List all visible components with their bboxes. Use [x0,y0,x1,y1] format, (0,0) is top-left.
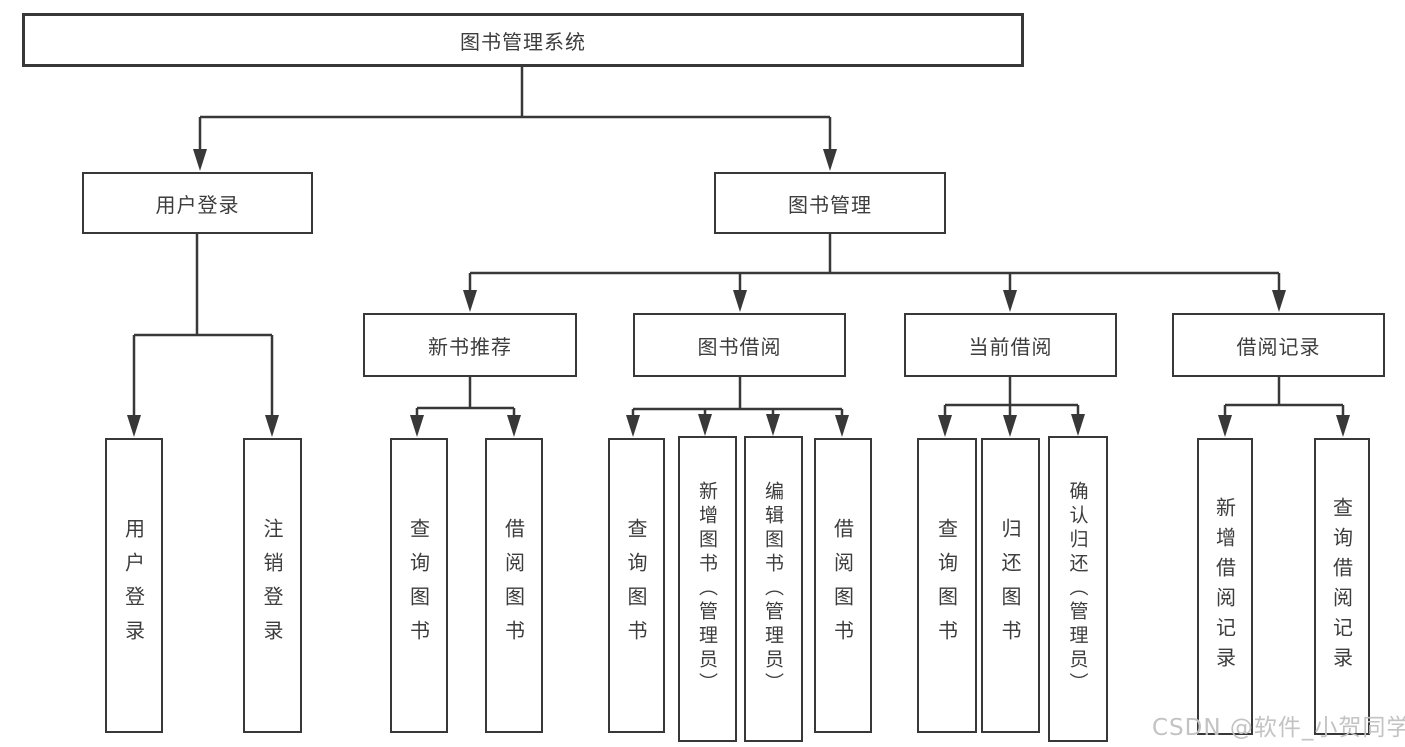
node-leaf-query-books-3: 查询图书 [917,438,977,733]
connector-path [132,67,1345,416]
node-root-system: 图书管理系统 [22,13,1024,67]
node-leaf-user-login: 用户登录 [105,438,163,733]
node-leaf-query-books-2: 查询图书 [608,438,665,733]
node-label: 查询图书 [406,517,431,654]
node-new-book-recommend: 新书推荐 [363,313,577,377]
arrowhead [463,290,477,312]
node-label: 查询借阅记录 [1329,496,1354,677]
node-label: 编辑图书（管理员） [762,481,784,697]
node-label: 用户登录 [155,192,240,217]
node-leaf-logout: 注销登录 [243,438,302,733]
arrowhead [626,415,640,437]
node-leaf-add-books-admin: 新增图书（管理员） [678,436,737,742]
node-leaf-return-books: 归还图书 [981,438,1040,733]
arrowhead [1336,415,1350,437]
node-leaf-add-borrow-record: 新增借阅记录 [1197,438,1253,735]
arrowhead [265,415,279,437]
arrowhead [766,414,780,436]
node-label: 借阅记录 [1236,334,1321,359]
node-borrowing-records: 借阅记录 [1172,313,1385,377]
node-leaf-borrow-books-1: 借阅图书 [485,438,543,733]
node-user-login-module: 用户登录 [82,172,313,234]
node-book-borrowing: 图书借阅 [633,313,846,377]
node-current-borrowing: 当前借阅 [904,313,1117,377]
node-leaf-borrow-books-2: 借阅图书 [814,438,872,733]
arrowhead [823,149,837,171]
arrowhead [938,415,952,437]
csdn-watermark: CSDN @软件_小贺同学 [1152,715,1405,741]
arrowhead [193,149,207,171]
node-label: 图书借阅 [697,334,782,359]
node-label: 查询图书 [934,517,959,654]
node-label: 归还图书 [998,517,1022,654]
node-label: 新增借阅记录 [1212,496,1237,677]
arrowhead [698,414,712,436]
node-leaf-query-books-1: 查询图书 [390,438,448,733]
arrowhead [1003,290,1017,312]
node-label: 图书管理 [788,192,872,217]
node-label: 借阅图书 [501,517,526,654]
arrowhead [1272,290,1286,312]
node-label: 借阅图书 [830,517,855,654]
arrowhead [1218,415,1232,437]
node-label: 查询图书 [624,517,648,654]
arrowhead [835,415,849,437]
node-label: 注销登录 [260,517,284,654]
arrowhead [410,415,424,437]
node-leaf-confirm-return-admin: 确认归还（管理员） [1048,436,1108,742]
node-label: 确认归还（管理员） [1066,481,1089,697]
node-label: 新书推荐 [428,334,512,359]
node-label: 新增图书（管理员） [696,481,718,697]
arrowhead [127,415,141,437]
node-label: 当前借阅 [968,334,1053,359]
arrowhead [1003,415,1017,437]
node-leaf-query-borrow-record: 查询借阅记录 [1314,438,1370,735]
arrowhead [1071,414,1085,436]
node-label: 用户登录 [121,517,146,654]
arrowheads [127,149,1350,437]
node-label: 图书管理系统 [460,29,586,54]
node-leaf-edit-books-admin: 编辑图书（管理员） [744,436,803,742]
node-book-management-module: 图书管理 [714,172,946,234]
arrowhead [733,290,747,312]
arrowhead [507,415,521,437]
